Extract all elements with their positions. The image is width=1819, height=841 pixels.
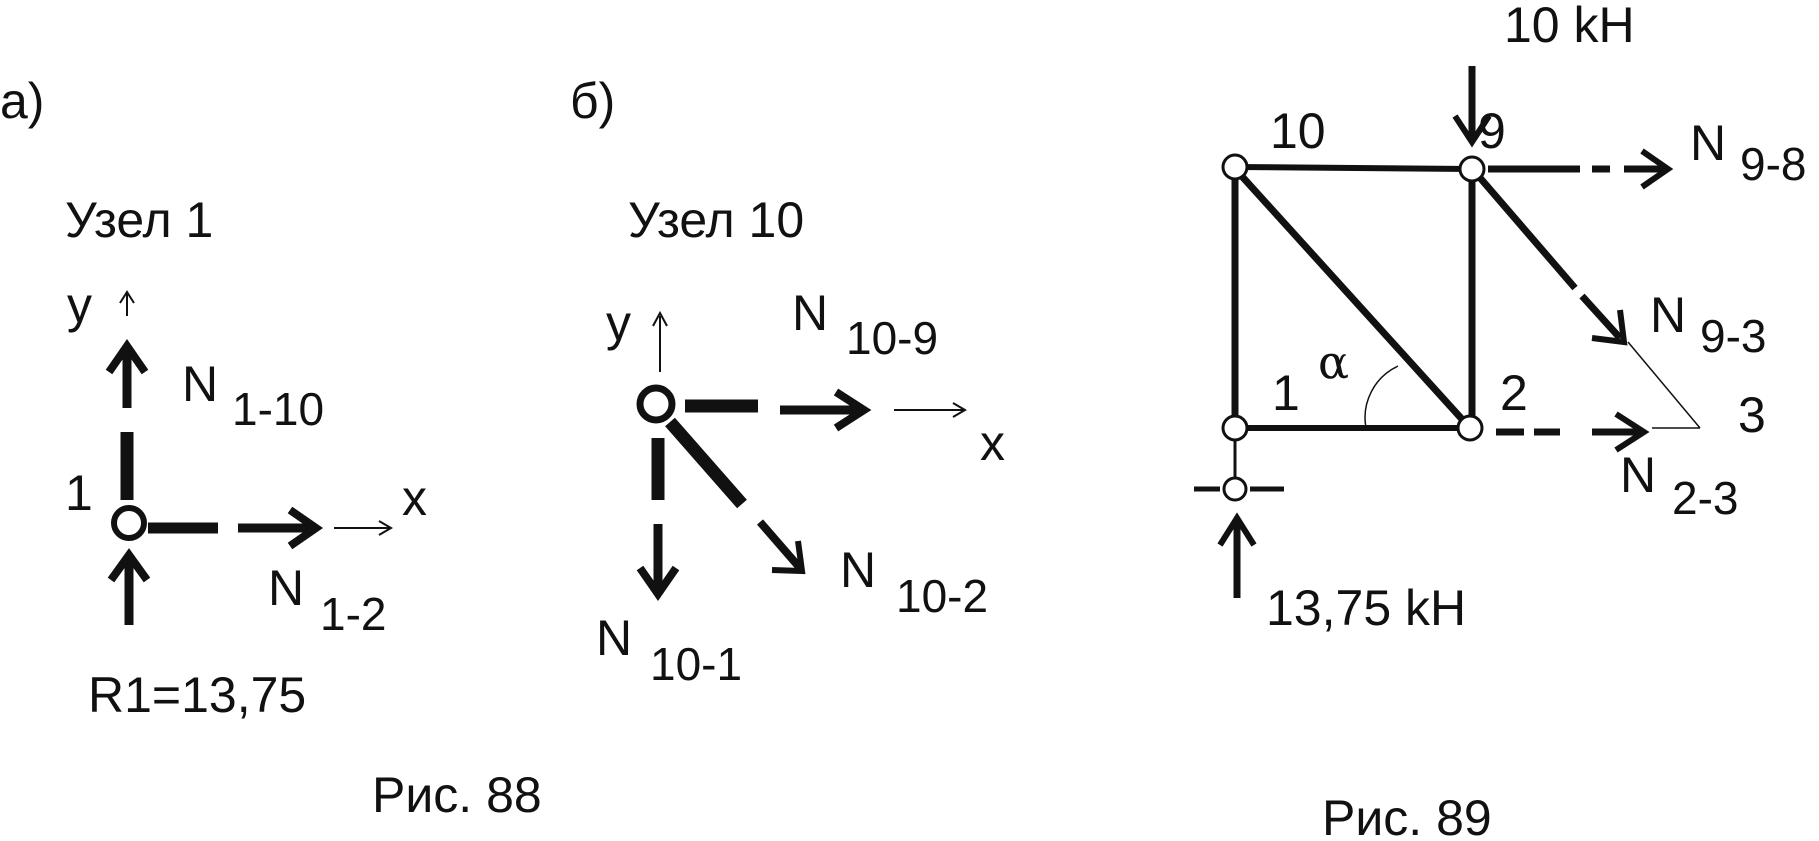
truss-figure: α 10 9 1 2 3 10 kH N 9-8 N 9-3 N 2-3 (1194, 0, 1806, 636)
panel-b-node-10: б) Узел 10 y x N 10-9 N 10-1 N 10-2 (570, 73, 1005, 690)
truss-node-2 (1456, 414, 1484, 442)
panel-a-node-1: a) Узел 1 y N 1-10 1 x N 1-2 R1=13,75 (0, 73, 427, 723)
panel-b-axis-y-label: y (606, 295, 631, 351)
panel-b-title: Узел 10 (628, 192, 804, 248)
load-arrowhead (1452, 114, 1492, 148)
n-10-2-arrowhead (771, 540, 806, 575)
n-10-2-arrow-shaft (756, 519, 804, 571)
n-10-1-sub: 10-1 (650, 638, 742, 690)
n-9-8-sym: N (1690, 115, 1726, 171)
n-10-9-sym: N (792, 285, 828, 341)
member-9-3-solid (1472, 169, 1578, 291)
n-9-3-arrow-shaft (1579, 293, 1623, 341)
n-10-9-sub: 10-9 (846, 312, 938, 364)
member-10-2 (1235, 169, 1473, 431)
member-10-2-stub (665, 417, 747, 509)
n-10-1-sym: N (596, 610, 632, 666)
n-10-2-sym: N (840, 542, 876, 598)
reaction-label: 13,75 kH (1266, 580, 1466, 636)
n-9-3-sym: N (1650, 287, 1686, 343)
n-9-3-sub: 9-3 (1700, 310, 1766, 362)
panel-b-y-axis-arrowhead (652, 310, 668, 327)
truss-node-9 (1458, 155, 1486, 183)
truss-node-10 (1221, 153, 1249, 181)
n-9-3-arrowhead (1591, 309, 1628, 346)
panel-a-y-axis-arrowhead (119, 290, 135, 304)
reaction-r1-label: R1=13,75 (88, 667, 306, 723)
reaction-arrowhead (1217, 512, 1257, 547)
n-1-10-arrowhead (105, 338, 149, 375)
n-9-8-arrowhead (1640, 148, 1674, 190)
panel-b-axis-x-label: x (980, 415, 1005, 471)
reaction-r1-arrowhead (107, 548, 151, 583)
truss-node-2-label: 2 (1500, 365, 1528, 421)
n-1-2-arrowhead (287, 506, 324, 550)
truss-node-10-label: 10 (1270, 103, 1326, 159)
panel-a-axis-y-label: y (67, 277, 92, 333)
n-1-10-sym: N (182, 356, 218, 412)
truss-node-3-label: 3 (1738, 387, 1766, 443)
fig-89-caption: Рис. 89 (1322, 790, 1492, 841)
member-10-9 (1234, 164, 1471, 172)
n-10-2-sub: 10-2 (896, 570, 988, 622)
panel-b-label: б) (570, 73, 615, 129)
truss-node-1-label: 1 (1272, 365, 1300, 421)
n-9-8-sub: 9-8 (1740, 138, 1806, 190)
truss-node-1 (1221, 414, 1249, 442)
node-1-circle (111, 505, 147, 541)
load-label: 10 kH (1504, 0, 1635, 53)
node-10-circle (636, 384, 676, 424)
panel-a-title: Узел 1 (65, 192, 213, 248)
panel-b-x-axis-arrowhead (952, 402, 967, 418)
angle-alpha-arc (1364, 365, 1399, 429)
n-1-2-sub: 1-2 (320, 588, 386, 640)
panel-a-node-label: 1 (65, 465, 93, 521)
n-10-9-arrowhead (833, 388, 872, 432)
n-1-10-sub: 1-10 (232, 383, 324, 435)
angle-alpha-label: α (1318, 335, 1349, 389)
n-2-3-arrowhead (1614, 411, 1650, 453)
panel-a-label: a) (0, 73, 44, 129)
support-pin (1222, 476, 1248, 502)
fig-88-caption: Рис. 88 (372, 767, 542, 823)
n-10-1-arrowhead (636, 565, 680, 602)
member-9-3-thin (1627, 341, 1701, 429)
n-2-3-sym: N (1620, 447, 1656, 503)
panel-a-x-axis-arrowhead (378, 520, 393, 536)
panel-a-axis-x-label: x (402, 470, 427, 526)
n-2-3-sub: 2-3 (1672, 472, 1738, 524)
n-1-2-sym: N (268, 560, 304, 616)
